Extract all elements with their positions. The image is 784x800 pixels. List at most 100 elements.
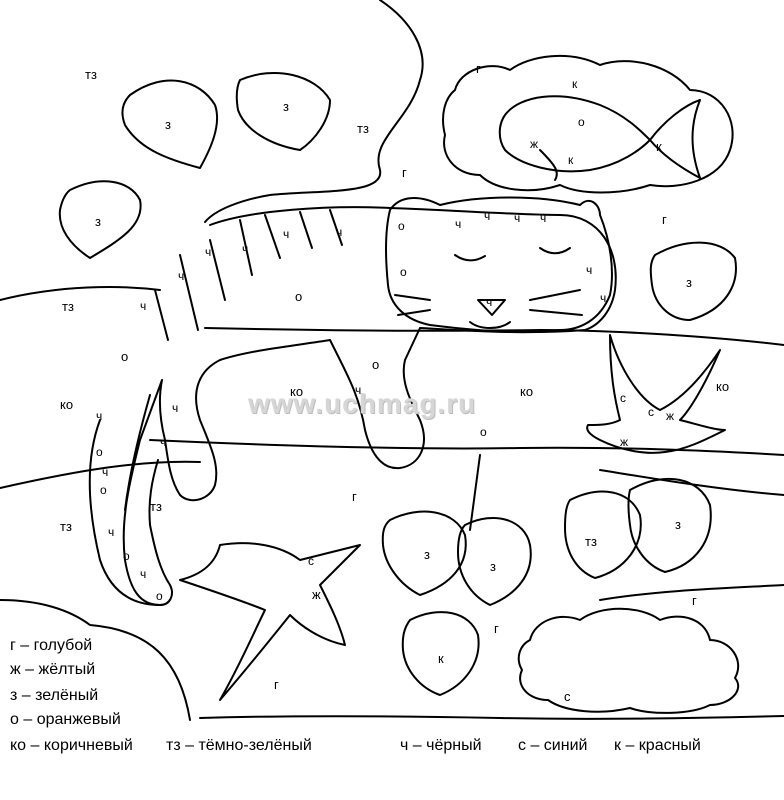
color-label: ч bbox=[172, 401, 179, 415]
cat-stripe bbox=[239, 219, 253, 276]
color-label: ч bbox=[514, 211, 521, 225]
color-label: с bbox=[564, 689, 571, 704]
cat-eye bbox=[454, 254, 486, 262]
cat-eye bbox=[539, 247, 571, 255]
cat-head bbox=[384, 196, 613, 334]
color-label: ч bbox=[160, 435, 167, 449]
color-label: о bbox=[372, 357, 380, 372]
color-label: з bbox=[686, 275, 692, 290]
legend-item: ко – коричневый bbox=[10, 737, 133, 754]
cat-nose bbox=[477, 299, 506, 316]
color-label: о bbox=[156, 589, 163, 603]
color-label: ч bbox=[96, 409, 103, 423]
color-label: г bbox=[476, 61, 481, 76]
color-label: тз bbox=[357, 121, 369, 136]
cloud-shape bbox=[517, 607, 740, 714]
color-label: о bbox=[123, 549, 130, 563]
color-label: ж bbox=[530, 137, 539, 151]
color-label: г bbox=[352, 489, 357, 504]
color-label: с bbox=[308, 554, 314, 568]
cat-stripe bbox=[154, 289, 169, 341]
cat-whisker bbox=[529, 289, 581, 301]
bottom-line bbox=[199, 715, 784, 720]
color-label: тз bbox=[62, 299, 74, 314]
color-label: г bbox=[494, 621, 499, 636]
hill-outline bbox=[0, 286, 161, 301]
leaf-shape bbox=[564, 490, 642, 579]
leaf-shape bbox=[649, 241, 737, 321]
leaf-shape bbox=[235, 72, 331, 151]
color-label: ж bbox=[312, 587, 321, 602]
cat-whisker bbox=[529, 309, 583, 316]
color-label: з bbox=[424, 547, 430, 562]
color-label: о bbox=[121, 349, 129, 364]
color-label: ч bbox=[140, 299, 147, 313]
color-label: к bbox=[568, 153, 574, 167]
color-label: ч bbox=[140, 567, 147, 581]
bottom-ground bbox=[599, 584, 784, 601]
color-label: ко bbox=[290, 384, 304, 399]
watermark: www.uchmag.ru bbox=[248, 388, 477, 419]
color-label: ч bbox=[178, 269, 185, 283]
color-label: к bbox=[656, 139, 662, 154]
ground-outline-right bbox=[599, 469, 784, 496]
color-label: ч bbox=[484, 209, 491, 223]
legend-item: з – зелёный bbox=[10, 687, 99, 704]
swallow-bird bbox=[179, 542, 361, 701]
color-label: ко bbox=[60, 397, 74, 412]
leaf-shape bbox=[457, 516, 532, 606]
fish-fin bbox=[539, 149, 558, 181]
branch-outline-lower bbox=[149, 439, 784, 456]
color-label: о bbox=[96, 445, 103, 459]
color-label: ч bbox=[242, 242, 249, 256]
leaf-shape bbox=[401, 611, 480, 696]
fish-tail bbox=[649, 99, 701, 179]
color-label: к bbox=[572, 77, 578, 91]
swallow-bird bbox=[586, 334, 726, 454]
color-label: г bbox=[692, 593, 697, 608]
ground-outline bbox=[0, 460, 201, 489]
color-label: ч bbox=[600, 291, 607, 305]
color-label: ч bbox=[540, 211, 547, 225]
legend-frame bbox=[0, 599, 191, 721]
sky-outline bbox=[204, 0, 424, 223]
color-label: г bbox=[274, 677, 279, 692]
color-label: ч bbox=[486, 295, 493, 309]
color-label: з bbox=[675, 517, 681, 532]
color-label: з bbox=[490, 559, 496, 574]
color-label: ч bbox=[102, 465, 109, 479]
color-label: о bbox=[578, 115, 585, 129]
color-label: з bbox=[165, 117, 171, 132]
color-label: ч bbox=[205, 245, 212, 259]
color-label: ч bbox=[336, 225, 343, 239]
color-label: о bbox=[400, 265, 407, 279]
color-label: ко bbox=[716, 379, 730, 394]
legend-item: о – оранжевый bbox=[10, 711, 121, 728]
color-label: ч bbox=[283, 227, 290, 241]
color-label: ч bbox=[355, 383, 362, 397]
cat-leg bbox=[124, 394, 151, 511]
color-label: з bbox=[283, 99, 289, 114]
cat-whisker bbox=[394, 294, 431, 301]
legend-item: г – голубой bbox=[10, 637, 93, 654]
branch-outline bbox=[204, 327, 784, 346]
color-label: о bbox=[295, 289, 303, 304]
legend-item: тз – тёмно-зелёный bbox=[166, 737, 312, 754]
leaf-shape bbox=[58, 180, 142, 259]
leaf-shape bbox=[381, 510, 467, 596]
legend-item: с – синий bbox=[518, 737, 588, 754]
cat-stripe bbox=[209, 239, 226, 301]
cat-stripe bbox=[299, 211, 313, 249]
color-label: тз bbox=[85, 67, 97, 82]
legend-item: к – красный bbox=[614, 737, 701, 754]
cat-whisker bbox=[397, 309, 431, 316]
color-label: ч bbox=[586, 263, 593, 277]
fish-body bbox=[498, 95, 651, 173]
cat-stripe bbox=[179, 254, 199, 331]
color-label: ж bbox=[620, 435, 629, 449]
color-label: с bbox=[648, 405, 654, 419]
branch-stem bbox=[469, 454, 481, 531]
color-label: о bbox=[100, 483, 107, 497]
